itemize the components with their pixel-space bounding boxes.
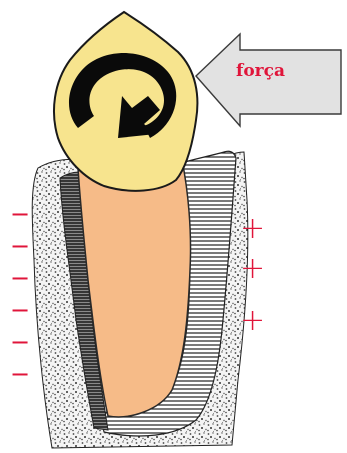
force-label: força bbox=[236, 61, 316, 81]
compression-minus-sign: − bbox=[10, 234, 30, 258]
compression-minus-sign: − bbox=[10, 330, 30, 354]
tension-plus-sign: + bbox=[240, 306, 265, 336]
tension-plus-sign: + bbox=[240, 214, 265, 244]
compression-minus-sign: − bbox=[10, 266, 30, 290]
compression-minus-sign: − bbox=[10, 362, 30, 386]
tension-plus-sign: + bbox=[240, 254, 265, 284]
compression-minus-sign: − bbox=[10, 298, 30, 322]
compression-minus-sign: − bbox=[10, 202, 30, 226]
